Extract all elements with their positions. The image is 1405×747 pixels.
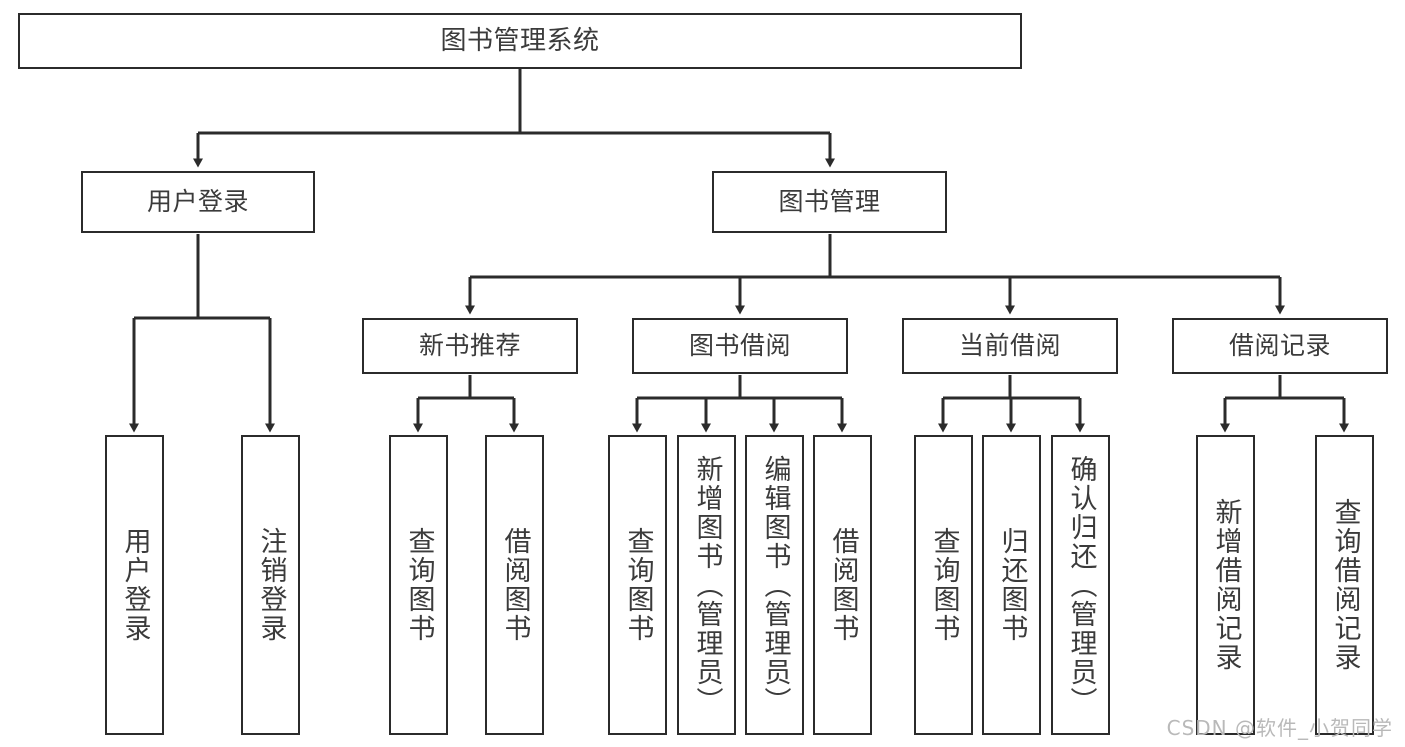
leaf-borrow-books[interactable]: 借阅图书: [813, 435, 872, 735]
node-label: 当前借阅: [958, 331, 1061, 361]
node-label: 图书管理系统: [440, 25, 600, 56]
node-label: 借阅记录: [1228, 331, 1331, 361]
node-label: 借阅图书: [827, 527, 859, 643]
node-label: 编辑图书（管理员）: [759, 454, 791, 716]
leaf-borrow-books-recommend[interactable]: 借阅图书: [485, 435, 544, 735]
node-label: 查询图书: [622, 527, 654, 643]
leaf-edit-book-admin[interactable]: 编辑图书（管理员）: [745, 435, 804, 735]
node-root-system[interactable]: 图书管理系统: [18, 13, 1022, 69]
leaf-user-login[interactable]: 用户登录: [105, 435, 164, 735]
node-label: 查询图书: [403, 527, 435, 643]
leaf-search-borrow-record[interactable]: 查询借阅记录: [1315, 435, 1374, 735]
node-user-login[interactable]: 用户登录: [81, 171, 315, 233]
csdn-watermark: CSDN @软件_小贺同学: [1166, 716, 1393, 740]
leaf-search-books-recommend[interactable]: 查询图书: [389, 435, 448, 735]
leaf-add-book-admin[interactable]: 新增图书（管理员）: [677, 435, 736, 735]
leaf-confirm-return-admin[interactable]: 确认归还（管理员）: [1051, 435, 1110, 735]
leaf-return-books[interactable]: 归还图书: [982, 435, 1041, 735]
node-label: 图书管理: [778, 187, 881, 217]
node-new-book-recommendation[interactable]: 新书推荐: [362, 318, 578, 374]
node-label: 新增借阅记录: [1210, 498, 1242, 672]
node-label: 新增图书（管理员）: [691, 454, 723, 716]
node-label: 确认归还（管理员）: [1065, 454, 1097, 716]
leaf-logout[interactable]: 注销登录: [241, 435, 300, 735]
node-label: 注销登录: [255, 527, 287, 643]
node-book-borrowing[interactable]: 图书借阅: [632, 318, 848, 374]
node-label: 图书借阅: [688, 331, 791, 361]
node-label: 新书推荐: [418, 331, 521, 361]
node-borrowing-records[interactable]: 借阅记录: [1172, 318, 1388, 374]
leaf-add-borrow-record[interactable]: 新增借阅记录: [1196, 435, 1255, 735]
node-label: 用户登录: [146, 187, 249, 217]
node-label: 查询图书: [928, 527, 960, 643]
node-current-borrowing[interactable]: 当前借阅: [902, 318, 1118, 374]
node-book-management[interactable]: 图书管理: [712, 171, 947, 233]
leaf-search-books-borrow[interactable]: 查询图书: [608, 435, 667, 735]
leaf-search-books-current[interactable]: 查询图书: [914, 435, 973, 735]
node-label: 借阅图书: [499, 527, 531, 643]
node-label: 用户登录: [119, 527, 151, 643]
node-label: 查询借阅记录: [1329, 498, 1361, 672]
node-label: 归还图书: [996, 527, 1028, 643]
